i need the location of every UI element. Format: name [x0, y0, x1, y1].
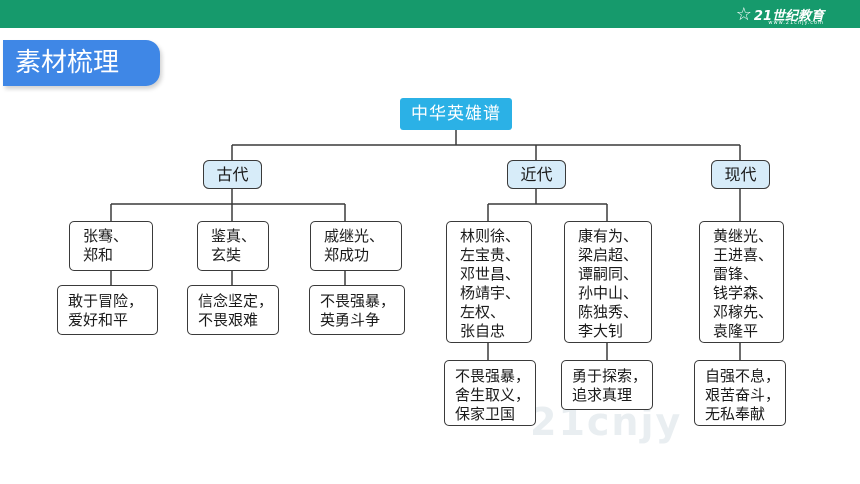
people-node: 张骞、 郑和: [69, 221, 153, 271]
people-node: 林则徐、 左宝贵、 邓世昌、 杨靖宇、 左权、 张自忠: [446, 221, 532, 343]
person-name: 钱学森、: [713, 284, 774, 302]
virtue-text: 英勇斗争: [320, 311, 381, 329]
virtue-text: 勇于探索，: [572, 367, 648, 385]
virtue-text: 无私奉献: [705, 405, 766, 423]
virtue-text: 不畏强暴，: [455, 367, 531, 385]
virtue-node: 信念坚定， 不畏艰难: [187, 285, 279, 335]
virtue-text: 自强不息，: [705, 367, 781, 385]
person-name: 玄奘: [211, 246, 242, 264]
virtue-node: 不畏强暴， 英勇斗争: [309, 285, 405, 335]
virtue-text: 追求真理: [572, 386, 633, 404]
person-name: 林则徐、: [460, 227, 521, 245]
runner-icon: ☆: [735, 3, 752, 25]
root-node: 中华英雄谱: [400, 98, 512, 130]
people-node: 戚继光、 郑成功: [310, 221, 402, 271]
virtue-text: 舍生取义，: [455, 386, 531, 404]
person-name: 邓稼先、: [713, 303, 774, 321]
era-modern: 近代: [507, 160, 566, 189]
section-title: 素材梳理: [3, 40, 160, 86]
person-name: 梁启超、: [578, 246, 639, 264]
people-node: 康有为、 梁启超、 谭嗣同、 孙中山、 陈独秀、 李大钊: [564, 221, 652, 343]
virtue-node: 勇于探索， 追求真理: [561, 360, 653, 410]
logo-url: www.21cnjy.com: [768, 20, 824, 26]
virtue-text: 不畏艰难: [198, 311, 259, 329]
virtue-text: 保家卫国: [455, 405, 516, 423]
person-name: 孙中山、: [578, 284, 639, 302]
person-name: 陈独秀、: [578, 303, 639, 321]
people-node: 黄继光、 王进喜、 雷锋、 钱学森、 邓稼先、 袁隆平: [699, 221, 784, 343]
person-name: 王进喜、: [713, 246, 774, 264]
virtue-node: 敢于冒险， 爱好和平: [57, 285, 158, 335]
person-name: 黄继光、: [713, 227, 774, 245]
person-name: 邓世昌、: [460, 265, 521, 283]
person-name: 郑和: [83, 246, 114, 264]
era-contemporary: 现代: [711, 160, 770, 189]
person-name: 戚继光、: [324, 227, 385, 245]
virtue-text: 信念坚定，: [198, 292, 274, 310]
brand-logo: ☆ 21世纪教育 www.21cnjy.com: [735, 2, 824, 27]
people-node: 鉴真、 玄奘: [197, 221, 269, 271]
person-name: 康有为、: [578, 227, 639, 245]
logo-text: 21世纪教育: [753, 8, 824, 24]
person-name: 张骞、: [83, 227, 129, 245]
person-name: 雷锋、: [713, 265, 759, 283]
top-bar: ☆ 21世纪教育 www.21cnjy.com: [0, 0, 860, 28]
person-name: 左权、: [460, 303, 506, 321]
virtue-text: 艰苦奋斗，: [705, 386, 781, 404]
person-name: 谭嗣同、: [578, 265, 639, 283]
person-name: 张自忠: [460, 322, 506, 340]
person-name: 袁隆平: [713, 322, 759, 340]
virtue-text: 不畏强暴，: [320, 292, 396, 310]
person-name: 郑成功: [324, 246, 370, 264]
virtue-text: 敢于冒险，: [68, 292, 144, 310]
person-name: 李大钊: [578, 322, 624, 340]
person-name: 左宝贵、: [460, 246, 521, 264]
era-ancient: 古代: [203, 160, 262, 189]
virtue-node: 自强不息， 艰苦奋斗， 无私奉献: [694, 360, 786, 426]
virtue-text: 爱好和平: [68, 311, 129, 329]
virtue-node: 不畏强暴， 舍生取义， 保家卫国: [444, 360, 536, 426]
person-name: 鉴真、: [211, 227, 257, 245]
person-name: 杨靖宇、: [460, 284, 521, 302]
